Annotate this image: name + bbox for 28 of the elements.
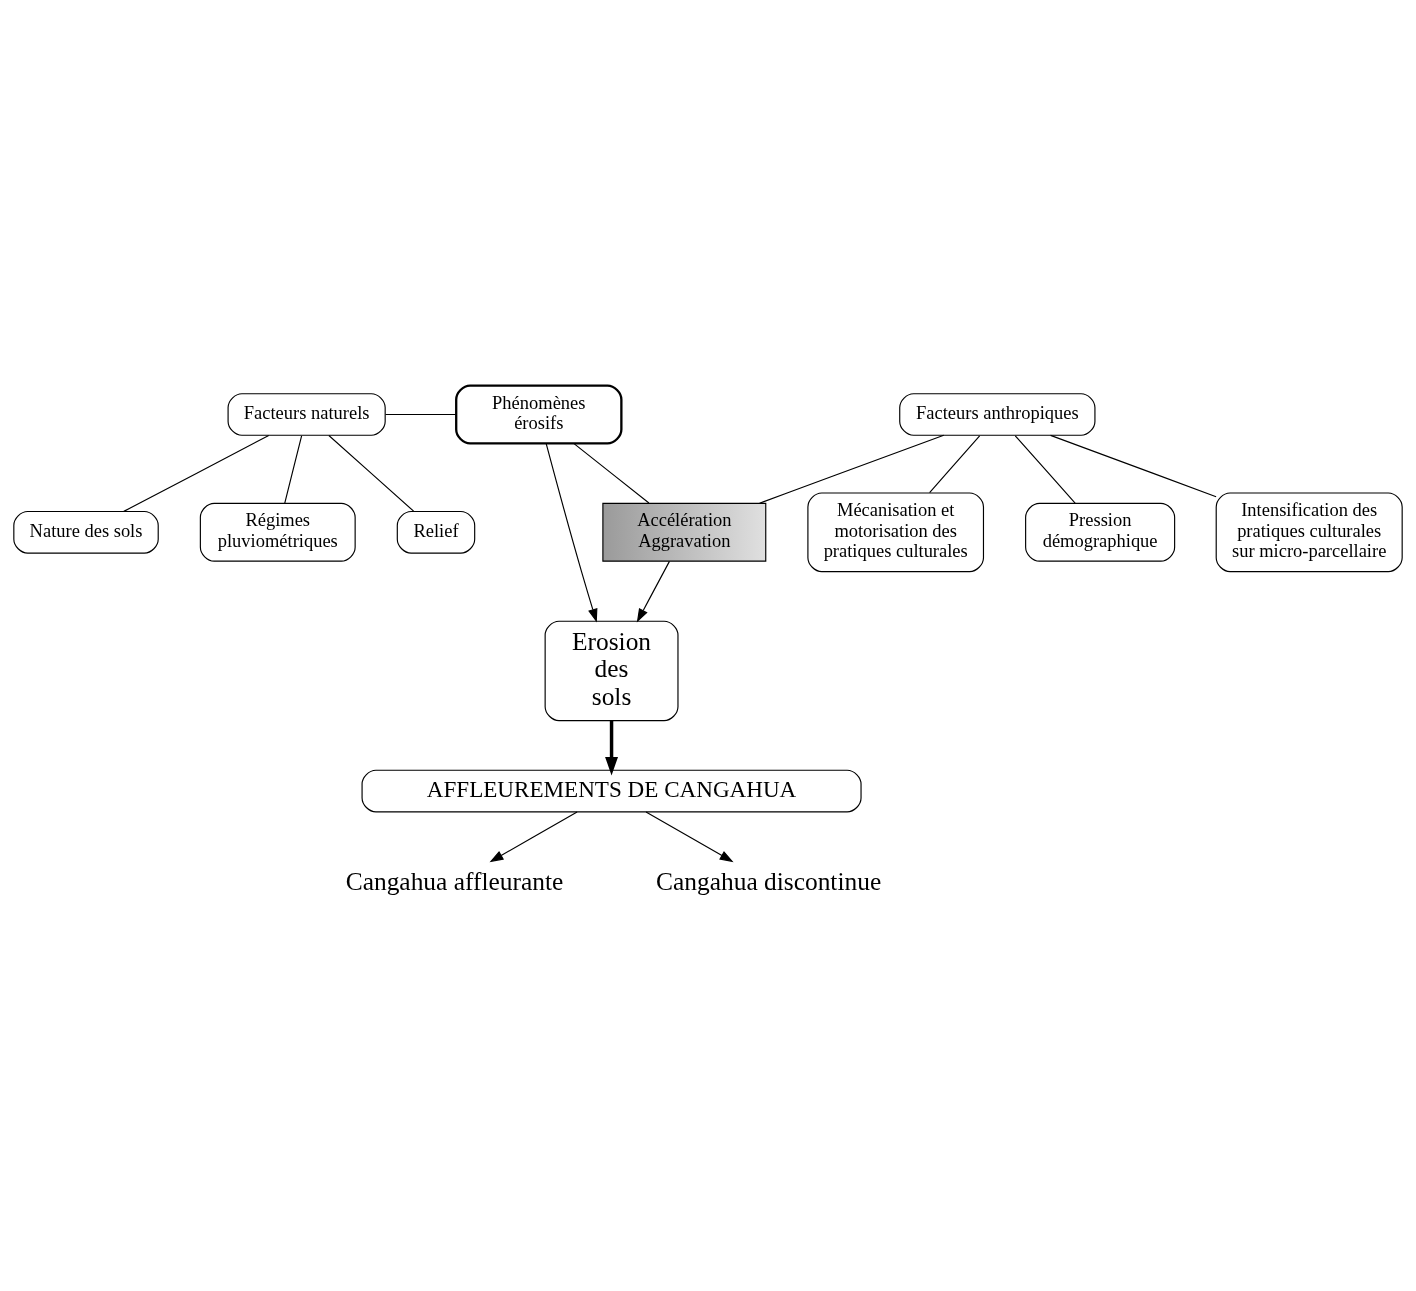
arrow	[545, 443, 598, 623]
connector	[123, 434, 270, 512]
node-box: Erosion des sols	[544, 620, 679, 722]
arrow	[489, 811, 578, 863]
node-box: Pression démographique	[1025, 502, 1176, 562]
connector	[1050, 434, 1217, 498]
node-text: Cangahua discontinue	[656, 866, 882, 895]
node-box: Phénomènes érosifs	[455, 384, 623, 445]
connector	[929, 435, 981, 494]
connector	[328, 434, 415, 512]
node-box: Facteurs naturels	[227, 393, 386, 436]
node-box: Facteurs anthropiques	[899, 393, 1096, 436]
node-text: Cangahua affleurante	[345, 866, 564, 895]
arrow	[636, 560, 670, 623]
connector	[384, 413, 457, 416]
connector	[284, 435, 303, 504]
node-box: AFFLEUREMENTS DE CANGAHUA	[361, 769, 862, 813]
node-box: Accélération Aggravation	[602, 502, 767, 562]
arrow	[605, 720, 619, 776]
node-box: Relief	[396, 510, 476, 554]
node-box: Intensification des pratiques culturales sur micro-parcellaire	[1215, 492, 1403, 573]
connector	[573, 443, 650, 504]
connector	[758, 434, 945, 504]
connector	[1014, 435, 1076, 504]
node-box: Régimes pluviométriques	[199, 502, 356, 562]
node-box: Mécanisation et motorisation des pratiques culturales	[807, 492, 985, 573]
arrow	[645, 811, 734, 863]
node-box: Nature des sols	[13, 510, 159, 554]
